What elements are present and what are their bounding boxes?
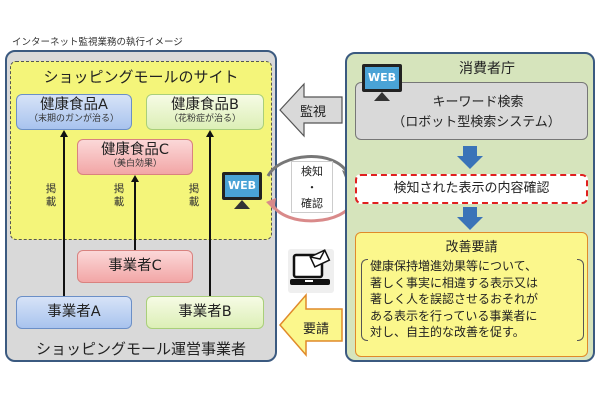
product-a-name: 健康食品A [40, 97, 108, 113]
posted-char-1: 掲 [45, 183, 57, 195]
operator-title: ショッピングモール運営事業者 [35, 340, 246, 358]
business-c: 事業者C [77, 250, 193, 283]
flow-arrow-down-1 [457, 146, 483, 170]
posted-label-b: 掲 載 [187, 183, 201, 209]
web-monitor-screen: WEB [222, 172, 262, 200]
business-a: 事業者A [16, 296, 132, 329]
laptop-mail-svg [290, 249, 331, 285]
keyword-search-title: キーワード検索 [432, 95, 524, 110]
flow-arrow-down-2 [457, 207, 483, 231]
detect-confirm-box: 検知 ・ 確認 [291, 161, 333, 213]
flow-arrow-head [457, 217, 483, 230]
product-b-name: 健康食品B [171, 97, 239, 113]
posting-arrowhead-c [131, 175, 139, 182]
request-arrow [279, 292, 343, 358]
improvement-request-body: 健康保持増進効果等について、 著しく事実に相違する表示又は 著しく人を誤認させる… [370, 258, 575, 341]
posted-label-a: 掲 載 [44, 183, 58, 209]
web-monitor-stand [374, 92, 390, 101]
product-c-name: 健康食品C [100, 142, 170, 158]
product-b: 健康食品B （花粉症が治る） [146, 94, 264, 130]
posted-char-1: 掲 [113, 183, 125, 195]
improvement-request-box [355, 232, 588, 357]
monitor-arrow-shape [279, 82, 343, 138]
posting-arrowhead-a [60, 130, 68, 137]
detect-arrow-top [266, 155, 350, 177]
product-c: 健康食品C （美白効果） [77, 139, 193, 175]
shopping-mall-site-title: ショッピングモールのサイト [43, 68, 239, 86]
business-b: 事業者B [146, 296, 264, 329]
diagram-caption: インターネット監視業務の執行イメージ [12, 37, 183, 48]
bracket-right [577, 259, 584, 341]
robot-search-system-label: （ロボット型検索システム） [392, 115, 561, 130]
bracket-left [361, 259, 368, 341]
product-a-claim: （末期のガンが治る） [28, 114, 119, 124]
posting-arrowhead-b [206, 130, 214, 137]
improvement-request-title: 改善要請 [445, 240, 498, 255]
product-c-claim: （美白効果） [107, 159, 162, 169]
laptop-mail-icon [288, 249, 334, 293]
flow-arrow-shaft [463, 146, 477, 156]
body-line: ある表示を行っている事業者に [370, 308, 538, 323]
flow-arrow-shaft [463, 207, 477, 217]
body-line: 対し、自主的な改善を促す。 [370, 325, 525, 339]
body-line: 著しく事実に相違する表示又は [370, 275, 539, 290]
body-line: 健康保持増進効果等について、 [370, 259, 538, 273]
detect-label: 検知 [301, 165, 323, 178]
confirm-arrowhead-bottom [266, 198, 276, 210]
monitor-arrow [279, 82, 343, 138]
web-monitor-icon: WEB [362, 64, 402, 102]
product-b-claim: （花粉症が治る） [168, 114, 241, 124]
monitor-label: 監視 [300, 105, 327, 120]
posted-char-2: 載 [45, 196, 57, 208]
content-confirmation-box: 検知された表示の内容確認 [355, 174, 588, 204]
request-label: 要請 [303, 322, 330, 337]
web-monitor-stand [234, 200, 250, 209]
posted-char-2: 載 [188, 196, 200, 208]
confirm-label: 確認 [301, 197, 323, 210]
flow-arrow-head [457, 156, 483, 169]
dot-separator: ・ [306, 181, 318, 194]
posting-line-c [134, 182, 136, 250]
request-arrow-shape [279, 292, 343, 358]
posting-line-b [209, 137, 211, 296]
posted-char-2: 載 [113, 196, 125, 208]
product-a: 健康食品A （末期のガンが治る） [16, 94, 132, 130]
posted-char-1: 掲 [188, 183, 200, 195]
web-monitor-screen: WEB [362, 64, 402, 92]
body-line: 著しく人を誤認させるおそれが [370, 292, 539, 306]
posted-label-c: 掲 載 [112, 183, 126, 209]
consumer-agency-title: 消費者庁 [459, 61, 515, 77]
web-monitor-icon: WEB [222, 172, 262, 210]
posting-line-a [63, 137, 65, 296]
